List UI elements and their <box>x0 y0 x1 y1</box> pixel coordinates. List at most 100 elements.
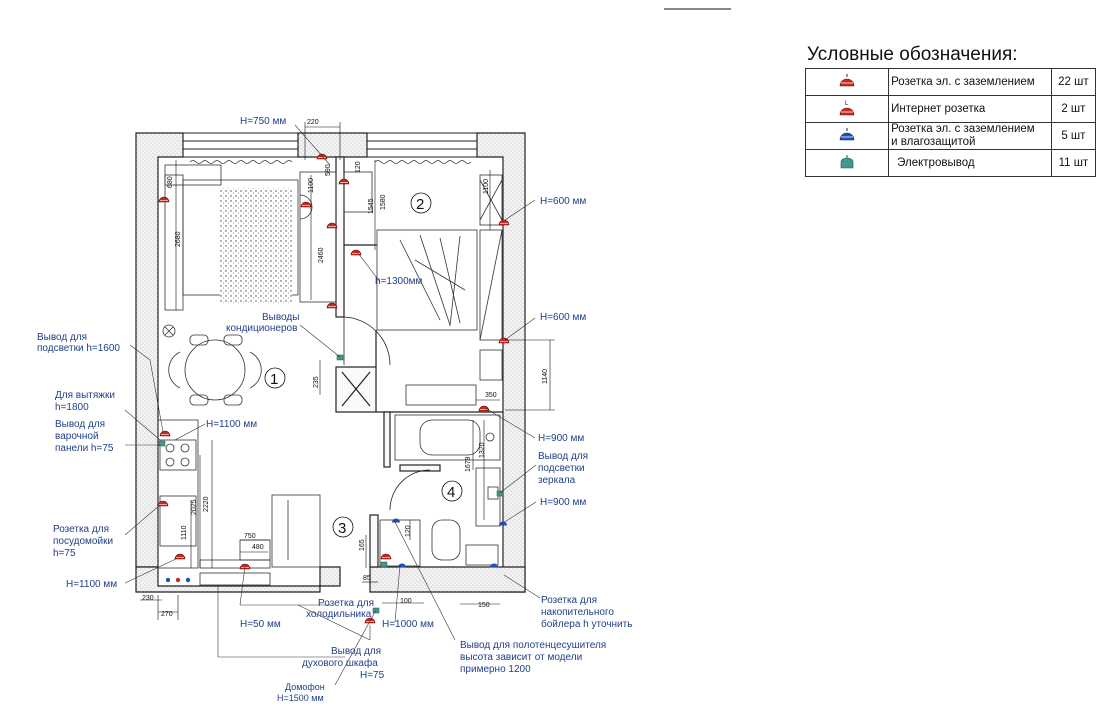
svg-text:120: 120 <box>405 525 412 537</box>
blue-socket-icon <box>839 127 855 140</box>
label-intercom-2: Н=1500 мм <box>277 693 324 703</box>
label-h1300: h=1300мм <box>375 276 423 287</box>
legend-symbol <box>804 68 890 96</box>
svg-text:230: 230 <box>142 595 154 602</box>
room-3: 3 <box>338 520 346 537</box>
label-intercom-1: Домофон <box>285 682 325 692</box>
svg-text:1140: 1140 <box>542 369 549 384</box>
label-hob-3: панели h=75 <box>55 443 114 454</box>
room-1: 1 <box>270 371 278 388</box>
label-backlight-1: Вывод для <box>37 332 87 343</box>
legend-row: Электровывод 11 шт <box>804 149 1096 177</box>
label-h600-b: Н=600 мм <box>540 312 586 323</box>
label-boiler-3: бойлера h уточнить <box>541 618 632 630</box>
label-conditioner-2: кондиционеров <box>226 323 297 334</box>
svg-text:85: 85 <box>363 575 371 582</box>
label-boiler-2: накопительного <box>541 607 614 618</box>
svg-text:1110: 1110 <box>181 525 188 540</box>
label-h1000: Н=1000 мм <box>382 619 434 630</box>
internet-socket-icon: L <box>839 101 855 115</box>
legend-qty: 5 шт <box>1050 122 1096 150</box>
legend-title: Условные обозначения: <box>807 44 1018 65</box>
svg-text:350: 350 <box>485 392 497 399</box>
label-dishwasher-2: посудомойки <box>53 536 113 547</box>
label-mirror-2: подсветки <box>538 463 585 474</box>
curtains <box>189 160 472 164</box>
label-dishwasher-1: Розетка для <box>53 524 109 535</box>
dimension-lines <box>140 122 555 620</box>
legend: Условные обозначения: Розетка эл. с зазе… <box>804 44 1096 177</box>
annotation-labels: Н=750 мм Н=600 мм Н=600 мм h=1300мм Выво… <box>37 116 632 703</box>
svg-text:2220: 2220 <box>203 496 210 512</box>
label-fridge-2: холодильника <box>306 609 372 620</box>
legend-label: Розетка эл. с заземлением <box>888 68 1052 96</box>
kitchen-furniture <box>157 419 321 586</box>
interior-walls <box>335 156 503 568</box>
svg-text:1100: 1100 <box>483 179 490 194</box>
svg-text:1100: 1100 <box>308 178 315 193</box>
svg-text:120: 120 <box>355 161 362 173</box>
svg-text:680: 680 <box>167 176 174 188</box>
label-conditioner-1: Выводы <box>262 312 299 323</box>
svg-text:750: 750 <box>244 533 256 540</box>
label-h1100-b: Н=1100 мм <box>66 579 117 590</box>
svg-text:1545: 1545 <box>368 198 375 214</box>
room-4: 4 <box>447 484 455 501</box>
svg-text:L: L <box>845 101 849 107</box>
svg-text:1320: 1320 <box>479 442 486 458</box>
windows <box>182 132 478 158</box>
label-h900-b: Н=900 мм <box>540 497 586 508</box>
label-towel-1: Вывод для полотенцесушителя <box>460 640 606 651</box>
svg-text:2680: 2680 <box>175 231 182 247</box>
red-socket-icon <box>839 73 855 86</box>
label-towel-2: высота зависит от модели <box>460 652 582 663</box>
bathroom-furniture <box>379 414 501 567</box>
room-2: 2 <box>416 196 424 213</box>
label-hood-2: h=1800 <box>55 402 89 413</box>
legend-row: Розетка эл. с заземлением 22 шт <box>804 68 1096 96</box>
svg-text:220: 220 <box>307 119 319 126</box>
svg-text:1580: 1580 <box>380 194 387 210</box>
label-h600-a: Н=600 мм <box>540 196 586 207</box>
label-oven-2: духового шкафа <box>302 657 378 669</box>
label-mirror-3: зеркала <box>538 475 576 486</box>
svg-text:1679: 1679 <box>465 456 472 472</box>
teal-outlet-icon <box>840 154 854 168</box>
bedroom-furniture <box>343 171 503 406</box>
label-dishwasher-3: h=75 <box>53 548 76 559</box>
label-h750: Н=750 мм <box>240 116 286 127</box>
legend-qty: 11 шт <box>1050 149 1096 177</box>
label-hob-2: варочной <box>55 431 99 442</box>
legend-symbol: L <box>804 95 890 123</box>
legend-qty: 2 шт <box>1050 95 1096 123</box>
doors <box>343 316 431 511</box>
label-mirror-1: Вывод для <box>538 451 588 462</box>
label-h1100-a: Н=1100 мм <box>206 419 257 430</box>
svg-text:480: 480 <box>252 544 264 551</box>
label-hood-1: Для вытяжки <box>55 390 115 401</box>
svg-text:235: 235 <box>313 376 320 388</box>
svg-text:2025: 2025 <box>191 499 198 515</box>
legend-label: Интернет розетка <box>888 95 1052 123</box>
dimension-labels: 220 590 680 2680 1100 1545 1580 120 2460… <box>142 119 549 618</box>
label-oven-3: Н=75 <box>360 670 385 681</box>
svg-text:100: 100 <box>400 598 412 605</box>
label-oven-1: Вывод для <box>331 646 381 657</box>
legend-symbol <box>804 122 890 150</box>
svg-text:150: 150 <box>478 602 490 609</box>
label-h900-a: Н=900 мм <box>538 433 584 444</box>
sockets <box>157 153 510 624</box>
svg-text:270: 270 <box>161 611 173 618</box>
svg-text:590: 590 <box>325 164 332 176</box>
label-backlight-2: подсветки h=1600 <box>37 343 120 354</box>
label-fridge-1: Розетка для <box>318 598 374 609</box>
label-boiler-1: Розетка для <box>541 595 597 606</box>
leader-lines <box>124 124 541 686</box>
svg-text:165: 165 <box>359 539 366 551</box>
label-h50: Н=50 мм <box>240 619 281 630</box>
room-numbers: 1 2 3 4 <box>264 192 463 538</box>
label-towel-3: примерно 1200 <box>460 664 531 675</box>
label-hob-1: Вывод для <box>55 419 105 430</box>
